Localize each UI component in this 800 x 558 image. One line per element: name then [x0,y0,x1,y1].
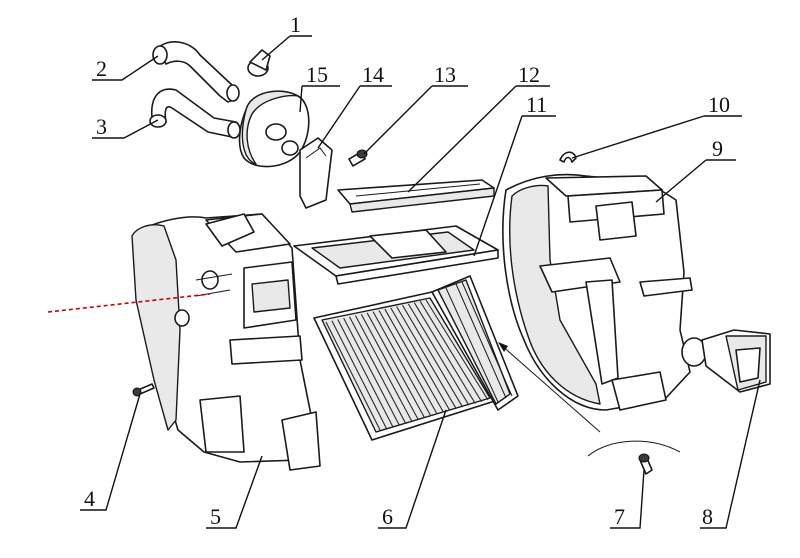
callout-labels: 1 2 3 4 5 6 7 8 9 10 11 12 13 14 15 [84,12,730,529]
callout-1: 1 [290,12,301,37]
assembly-arrow [499,343,601,433]
callout-2: 2 [96,56,107,81]
callout-7: 7 [614,504,625,529]
red-reference-line [47,293,211,313]
core-fin [390,307,451,411]
callout-14: 14 [362,62,384,87]
callout-10: 10 [708,92,730,117]
part-7-screw [587,440,681,475]
part-5-housing-left [131,213,321,471]
part-1-clamp [247,49,271,77]
callout-5: 5 [210,504,221,529]
core-fin [343,317,400,425]
callout-11: 11 [526,92,547,117]
callout-6: 6 [382,504,393,529]
core-fin [413,302,476,404]
callout-3: 3 [96,114,107,139]
part-6-heater-core [313,275,519,441]
core-fins [325,299,489,431]
part-9-housing-right [502,173,693,411]
assembly-arrowhead [498,342,508,352]
part-8-flap-duct [681,329,771,393]
core-fin [372,311,432,417]
part-4-screw [132,383,155,397]
core-fin [407,303,470,406]
part-13-screw [348,149,368,167]
core-fin [366,312,425,418]
callout-15: 15 [306,62,328,87]
callout-9: 9 [712,136,723,161]
core-fin [331,320,387,429]
core-fin [396,306,457,410]
callout-8: 8 [702,504,713,529]
part-2-upper-hose [152,41,240,103]
leader-lines [80,35,761,529]
callout-4: 4 [84,486,95,511]
part-12-filter-plate [337,179,495,213]
core-fin [360,313,419,420]
core-fin [425,299,489,401]
core-fin [419,301,483,403]
part-15-grommet-seal [238,90,310,168]
part-3-lower-hose [149,88,241,139]
part-10-clip [559,151,577,163]
core-fin [378,310,438,415]
part-14-gasket [299,137,333,209]
core-fin [354,315,413,422]
core-fin [384,308,445,413]
core-fin [349,316,406,424]
core-fin [337,319,394,427]
part-11-tray [293,225,499,285]
core-fin [401,304,464,408]
callout-12: 12 [518,62,540,87]
core-fin [325,321,381,431]
callout-13: 13 [434,62,456,87]
